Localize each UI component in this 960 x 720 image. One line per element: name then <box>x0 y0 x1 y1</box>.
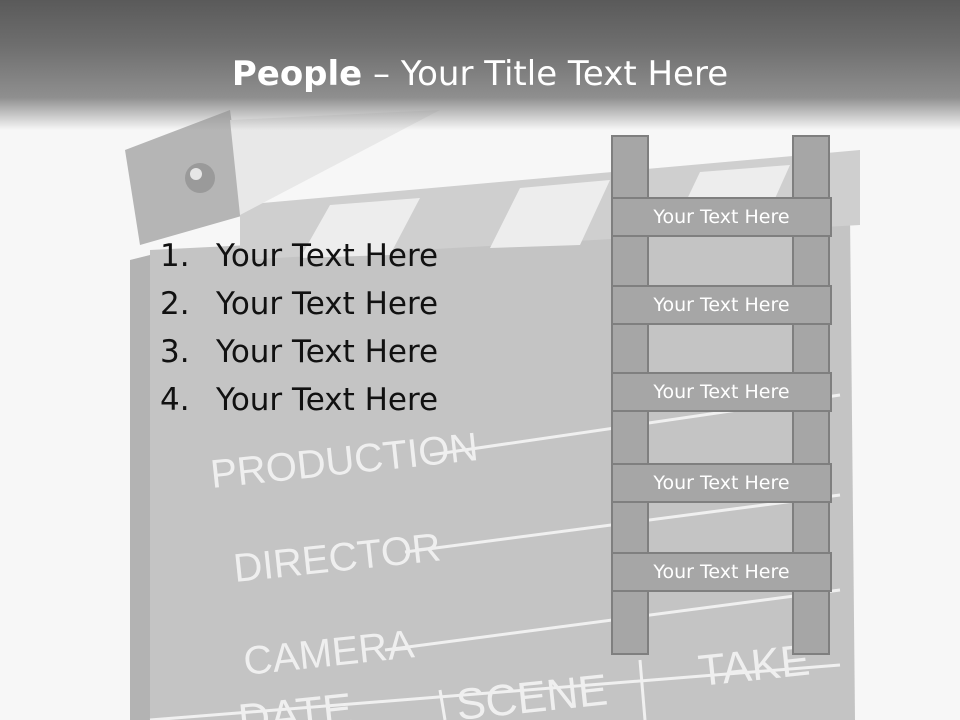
list-number: 4. <box>160 382 190 418</box>
ladder-diagram: Your Text Here Your Text Here Your Text … <box>611 135 835 660</box>
title-bold-part: People <box>231 54 363 94</box>
slide-title[interactable]: People – Your Title Text Here <box>0 52 960 96</box>
list-text: Your Text Here <box>216 238 439 274</box>
title-text: Your Title Text Here <box>400 54 729 94</box>
list-text: Your Text Here <box>216 382 439 418</box>
ladder-rung-4[interactable]: Your Text Here <box>611 463 832 503</box>
ladder-rung-5[interactable]: Your Text Here <box>611 552 832 592</box>
list-item: 2. Your Text Here <box>160 280 438 328</box>
list-text: Your Text Here <box>216 334 439 370</box>
list-number: 3. <box>160 334 190 370</box>
list-text: Your Text Here <box>216 286 439 322</box>
title-dash: – <box>362 54 401 94</box>
title-band <box>0 0 960 130</box>
ladder-rung-2[interactable]: Your Text Here <box>611 285 832 325</box>
ladder-rung-3[interactable]: Your Text Here <box>611 372 832 412</box>
list-number: 2. <box>160 286 190 322</box>
numbered-list[interactable]: 1. Your Text Here 2. Your Text Here 3. Your… <box>160 232 438 424</box>
list-number: 1. <box>160 238 190 274</box>
list-item: 4. Your Text Here <box>160 376 438 424</box>
list-item: 1. Your Text Here <box>160 232 438 280</box>
list-item: 3. Your Text Here <box>160 328 438 376</box>
ladder-rung-1[interactable]: Your Text Here <box>611 197 832 237</box>
